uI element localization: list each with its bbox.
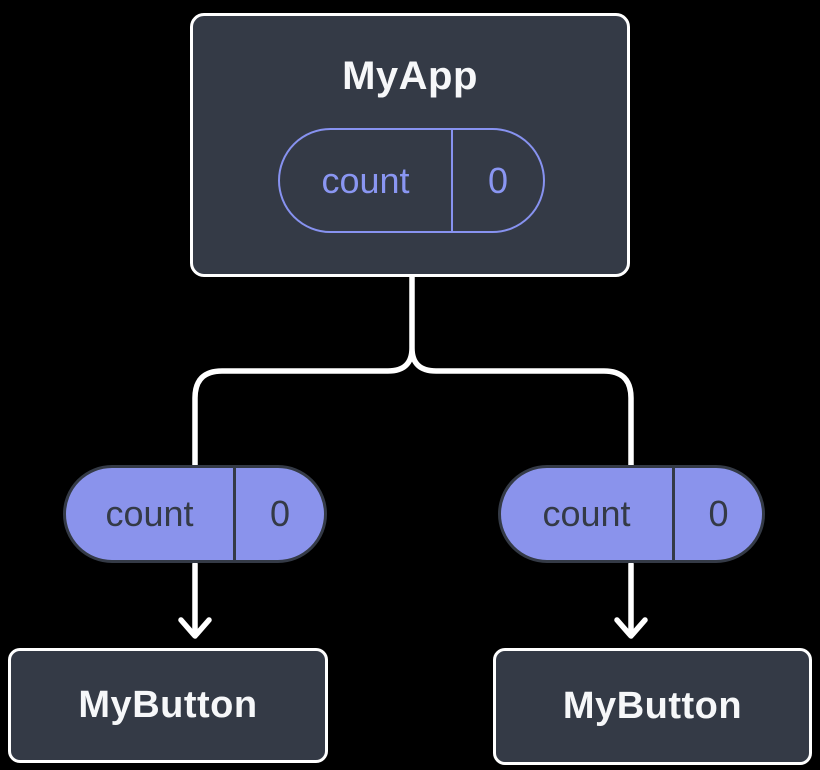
arrow-left: [178, 561, 212, 639]
state-pill-count: count 0: [278, 128, 545, 233]
state-pill-value: 0: [451, 130, 543, 231]
prop-pill-count-right: count 0: [498, 465, 765, 563]
arrow-right: [614, 561, 648, 639]
node-mybutton-left: MyButton: [8, 648, 328, 763]
state-pill-label: count: [321, 159, 410, 201]
node-mybutton-right: MyButton: [493, 648, 812, 765]
prop-pill-left-value: 0: [233, 468, 324, 560]
node-myapp: MyApp: [190, 13, 630, 277]
tree-branch-connector: [192, 273, 634, 469]
prop-pill-right-label: count: [542, 493, 631, 534]
prop-pill-count-left: count 0: [63, 465, 327, 563]
prop-pill-right-value: 0: [672, 468, 762, 560]
prop-pill-left-label: count: [105, 493, 194, 534]
node-mybutton-right-title: MyButton: [562, 685, 743, 727]
node-myapp-title: MyApp: [342, 54, 478, 98]
node-mybutton-left-title: MyButton: [78, 684, 258, 726]
